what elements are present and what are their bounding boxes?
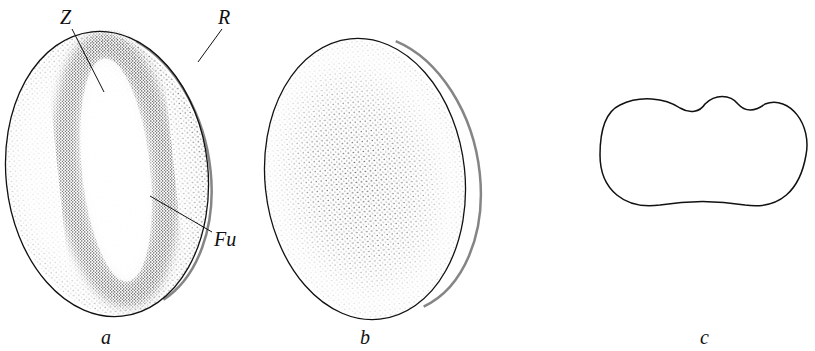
cell-profile [600, 97, 807, 206]
cell-a [0, 21, 223, 327]
leader-line [72, 29, 104, 92]
part-label: Fu [214, 228, 236, 250]
figure-letter: a [101, 326, 111, 348]
part-label: Z [60, 6, 71, 28]
figure-letter: c [700, 326, 709, 348]
leader-line [150, 196, 212, 232]
cell-b [251, 28, 493, 329]
figure-letter: b [360, 326, 370, 348]
leader-line [198, 29, 222, 62]
part-label: R [218, 6, 230, 28]
